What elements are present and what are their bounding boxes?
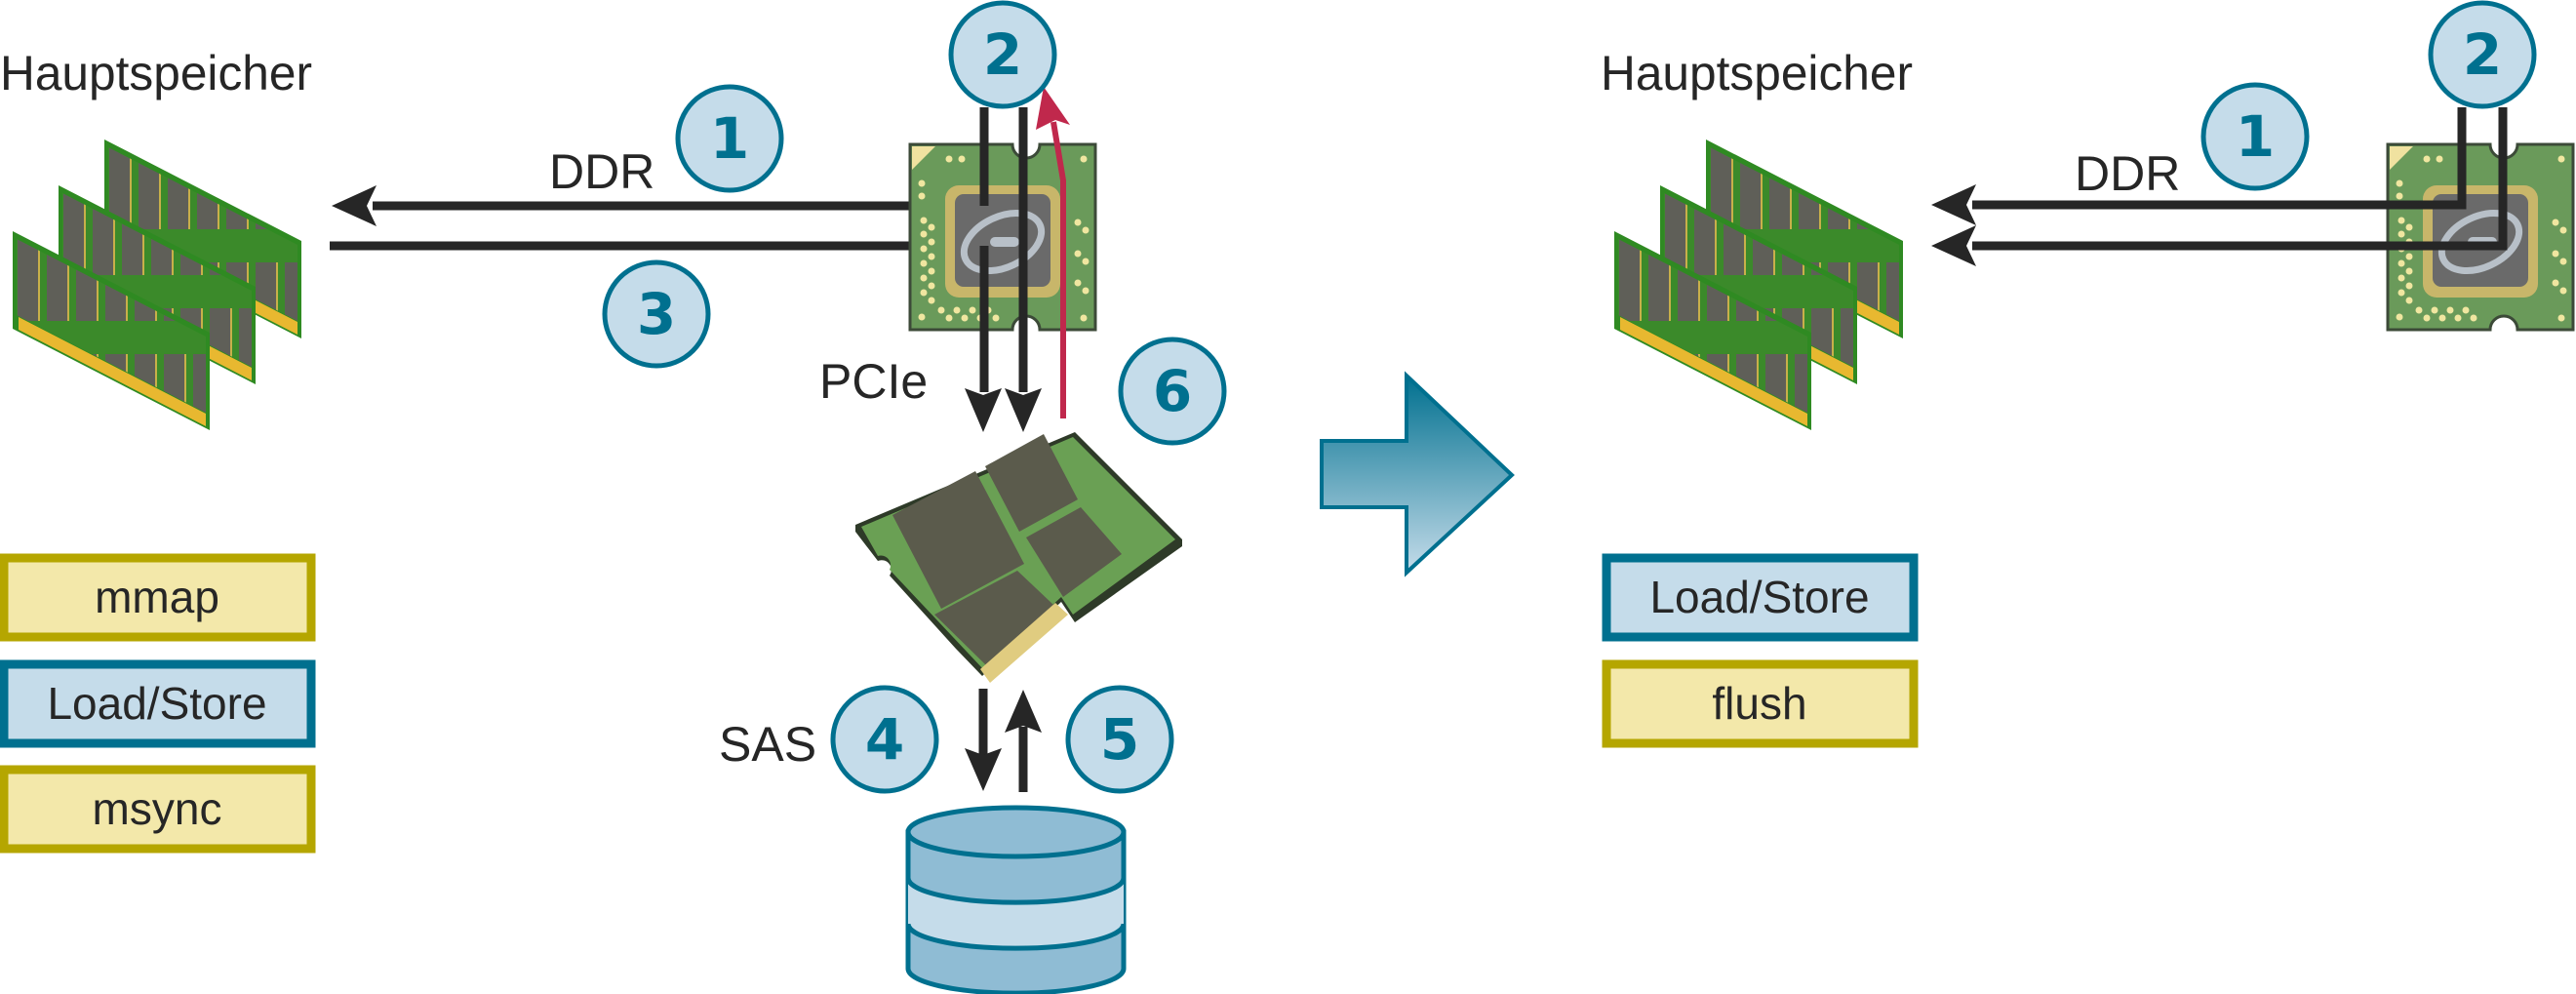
- arrowhead-left-icon: [332, 185, 376, 226]
- svg-text:Load/Store: Load/Store: [1649, 572, 1869, 622]
- operation-flush: flush: [1602, 659, 1919, 748]
- right-panel: Hauptspeicher DDR 1 2 Load/Store: [1601, 0, 2573, 748]
- svg-text:5: 5: [1100, 706, 1139, 773]
- arrowhead-left-icon: [1931, 225, 1976, 266]
- ssd-card-icon: [855, 432, 1182, 683]
- svg-text:6: 6: [1153, 358, 1192, 424]
- ddr-read-wire: [1972, 107, 2467, 210]
- disk-storage-icon: [905, 805, 1127, 994]
- svg-text:Load/Store: Load/Store: [47, 678, 266, 729]
- step-marker-2: 2: [2428, 0, 2537, 109]
- arrowhead-up-red-icon: [1036, 87, 1070, 130]
- svg-text:msync: msync: [93, 783, 222, 834]
- sas-label: SAS: [719, 717, 816, 772]
- ram-modules-icon: [13, 139, 301, 430]
- step-marker-1: 1: [2200, 82, 2310, 191]
- svg-text:2: 2: [2463, 21, 2502, 88]
- arrowhead-down-icon: [1005, 388, 1042, 432]
- left-panel: Hauptspeicher DDR PCIe: [0, 0, 1227, 994]
- operation-load-store: Load/Store: [0, 659, 316, 748]
- main-memory-label: Hauptspeicher: [0, 46, 312, 100]
- svg-text:2: 2: [983, 21, 1022, 88]
- operation-msync: msync: [0, 765, 316, 854]
- step-marker-3: 3: [602, 259, 711, 369]
- flush-return-wire: [1050, 121, 1066, 418]
- ddr-write-wire: [1972, 107, 2508, 251]
- cpu-icon: [910, 144, 1095, 330]
- ram-modules-icon: [1614, 139, 1903, 430]
- step-marker-5: 5: [1065, 685, 1174, 794]
- step-marker-1: 1: [675, 84, 784, 193]
- step-marker-2: 2: [948, 0, 1057, 109]
- pcie-label: PCIe: [819, 354, 928, 409]
- ddr-label: DDR: [2075, 146, 2180, 201]
- main-memory-label: Hauptspeicher: [1601, 46, 1913, 100]
- operation-mmap: mmap: [0, 553, 316, 642]
- svg-text:mmap: mmap: [95, 572, 219, 622]
- svg-text:3: 3: [637, 281, 676, 347]
- operation-load-store: Load/Store: [1602, 553, 1919, 642]
- cpu-icon: [2388, 144, 2573, 330]
- ddr-label: DDR: [549, 144, 654, 199]
- right-arrow-icon: [1320, 371, 1515, 577]
- arrowhead-left-icon: [1931, 184, 1976, 225]
- step-marker-4: 4: [830, 685, 939, 794]
- arrowhead-up-icon: [1005, 690, 1042, 733]
- ddr-bus: [1931, 107, 2508, 266]
- svg-text:4: 4: [865, 706, 904, 773]
- svg-text:flush: flush: [1712, 678, 1806, 729]
- step-marker-6: 6: [1118, 337, 1227, 446]
- svg-text:1: 1: [2236, 103, 2275, 170]
- svg-text:1: 1: [710, 105, 749, 172]
- arrowhead-down-icon: [965, 748, 1002, 791]
- arrowhead-down-icon: [965, 388, 1002, 432]
